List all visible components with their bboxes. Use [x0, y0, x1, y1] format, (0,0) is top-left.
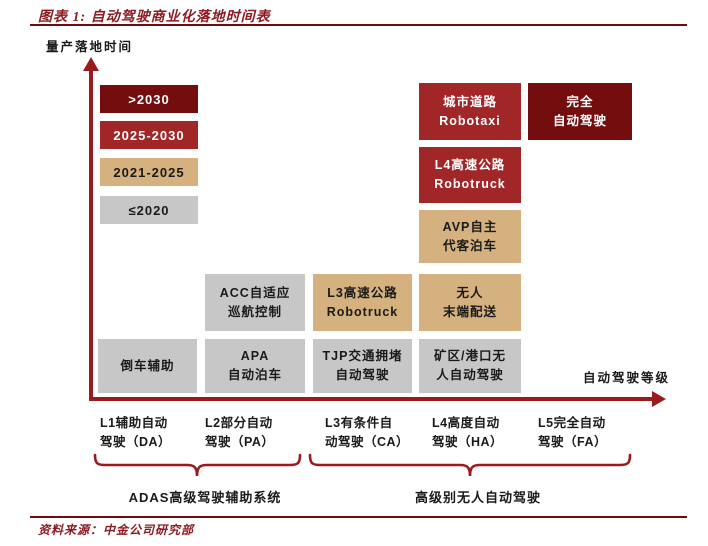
- box-line: Robotruck: [326, 304, 399, 319]
- box-line: 自动驾驶: [335, 368, 390, 382]
- matrix-box-mining-port: 矿区/港口无 人自动驾驶: [419, 339, 521, 393]
- legend-label: 2021-2025: [113, 164, 185, 180]
- brace-adas: [93, 453, 302, 477]
- box-line: 自动驾驶: [552, 113, 607, 128]
- brace-high-level: [308, 453, 632, 477]
- legend-label: >2030: [128, 91, 170, 107]
- brace-label-adas: ADAS高级驾驶辅助系统: [128, 490, 282, 505]
- tick-line: 动驾驶（CA）: [325, 435, 410, 449]
- legend-label: ≤2020: [128, 202, 170, 218]
- brace-label-high-level: 高级别无人自动驾驶: [414, 490, 541, 505]
- x-axis-line: [89, 397, 653, 401]
- figure-title: 图表 1: 自动驾驶商业化落地时间表: [38, 10, 271, 25]
- x-axis-label: 自动驾驶等级: [583, 371, 671, 385]
- box-line: 无人: [456, 285, 484, 300]
- box-line: L4高速公路: [434, 158, 506, 172]
- matrix-box-l3-robotruck: L3高速公路 Robotruck: [313, 274, 412, 331]
- box-line: ACC自适应: [219, 285, 291, 300]
- matrix-box-full-autonomy: 完全 自动驾驶: [528, 83, 632, 140]
- legend-label: 2025-2030: [113, 127, 185, 143]
- tick-line: L3有条件自: [325, 416, 393, 430]
- box-line: L3高速公路: [327, 285, 398, 300]
- box-line: 城市道路: [442, 94, 497, 109]
- tick-line: 驾驶（HA）: [432, 435, 504, 449]
- matrix-box-apa-parking: APA 自动泊车: [205, 339, 305, 393]
- x-axis-arrow-icon: [652, 391, 666, 407]
- box-line: Robotaxi: [439, 113, 501, 128]
- matrix-box-reverse-assist: 倒车辅助: [98, 339, 197, 393]
- box-line: Robotruck: [434, 177, 506, 191]
- footer-rule: [30, 516, 687, 518]
- matrix-box-tjp-traffic-jam: TJP交通拥堵 自动驾驶: [313, 339, 412, 393]
- x-tick-l4: L4高度自动 驾驶（HA）: [432, 414, 503, 452]
- legend-item-2021-2025: 2021-2025: [100, 158, 198, 186]
- box-line: 倒车辅助: [120, 358, 175, 373]
- tick-line: L5完全自动: [538, 416, 606, 430]
- box-line: 巡航控制: [227, 304, 282, 319]
- y-axis-label: 量产落地时间: [46, 40, 134, 54]
- legend-item-2025-2030: 2025-2030: [100, 121, 198, 149]
- legend-item-before-2020: ≤2020: [100, 196, 198, 224]
- tick-line: 驾驶（DA）: [100, 435, 172, 449]
- tick-line: L4高度自动: [432, 416, 500, 430]
- tick-line: L1辅助自动: [100, 416, 168, 430]
- x-tick-l3: L3有条件自 动驾驶（CA）: [325, 414, 409, 452]
- y-axis-line: [89, 68, 93, 400]
- x-tick-l1: L1辅助自动 驾驶（DA）: [100, 414, 171, 452]
- box-line: APA: [240, 349, 270, 363]
- box-line: 完全: [566, 94, 594, 109]
- tick-line: 驾驶（FA）: [538, 435, 607, 449]
- source-note: 资料来源：中金公司研究部: [38, 523, 195, 537]
- box-line: 末端配送: [442, 304, 497, 319]
- matrix-box-l4-robotruck: L4高速公路 Robotruck: [419, 147, 521, 203]
- box-line: 自动泊车: [227, 368, 282, 382]
- tick-line: 驾驶（PA）: [205, 435, 275, 449]
- matrix-box-robotaxi: 城市道路 Robotaxi: [419, 83, 521, 140]
- title-underline: [30, 24, 687, 26]
- x-tick-l2: L2部分自动 驾驶（PA）: [205, 414, 274, 452]
- box-line: 代客泊车: [442, 238, 497, 253]
- matrix-box-avp-valet-parking: AVP自主 代客泊车: [419, 210, 521, 263]
- group-braces: [93, 453, 632, 477]
- matrix-box-unmanned-delivery: 无人 末端配送: [419, 274, 521, 331]
- box-line: AVP自主: [442, 219, 498, 234]
- x-tick-l5: L5完全自动 驾驶（FA）: [538, 414, 607, 452]
- legend-item-after-2030: >2030: [100, 85, 198, 113]
- tick-line: L2部分自动: [205, 416, 273, 430]
- box-line: TJP交通拥堵: [322, 349, 403, 363]
- box-line: 人自动驾驶: [436, 368, 504, 382]
- box-line: 矿区/港口无: [434, 349, 506, 363]
- y-axis-arrow-icon: [83, 57, 99, 71]
- matrix-box-acc-cruise: ACC自适应 巡航控制: [205, 274, 305, 331]
